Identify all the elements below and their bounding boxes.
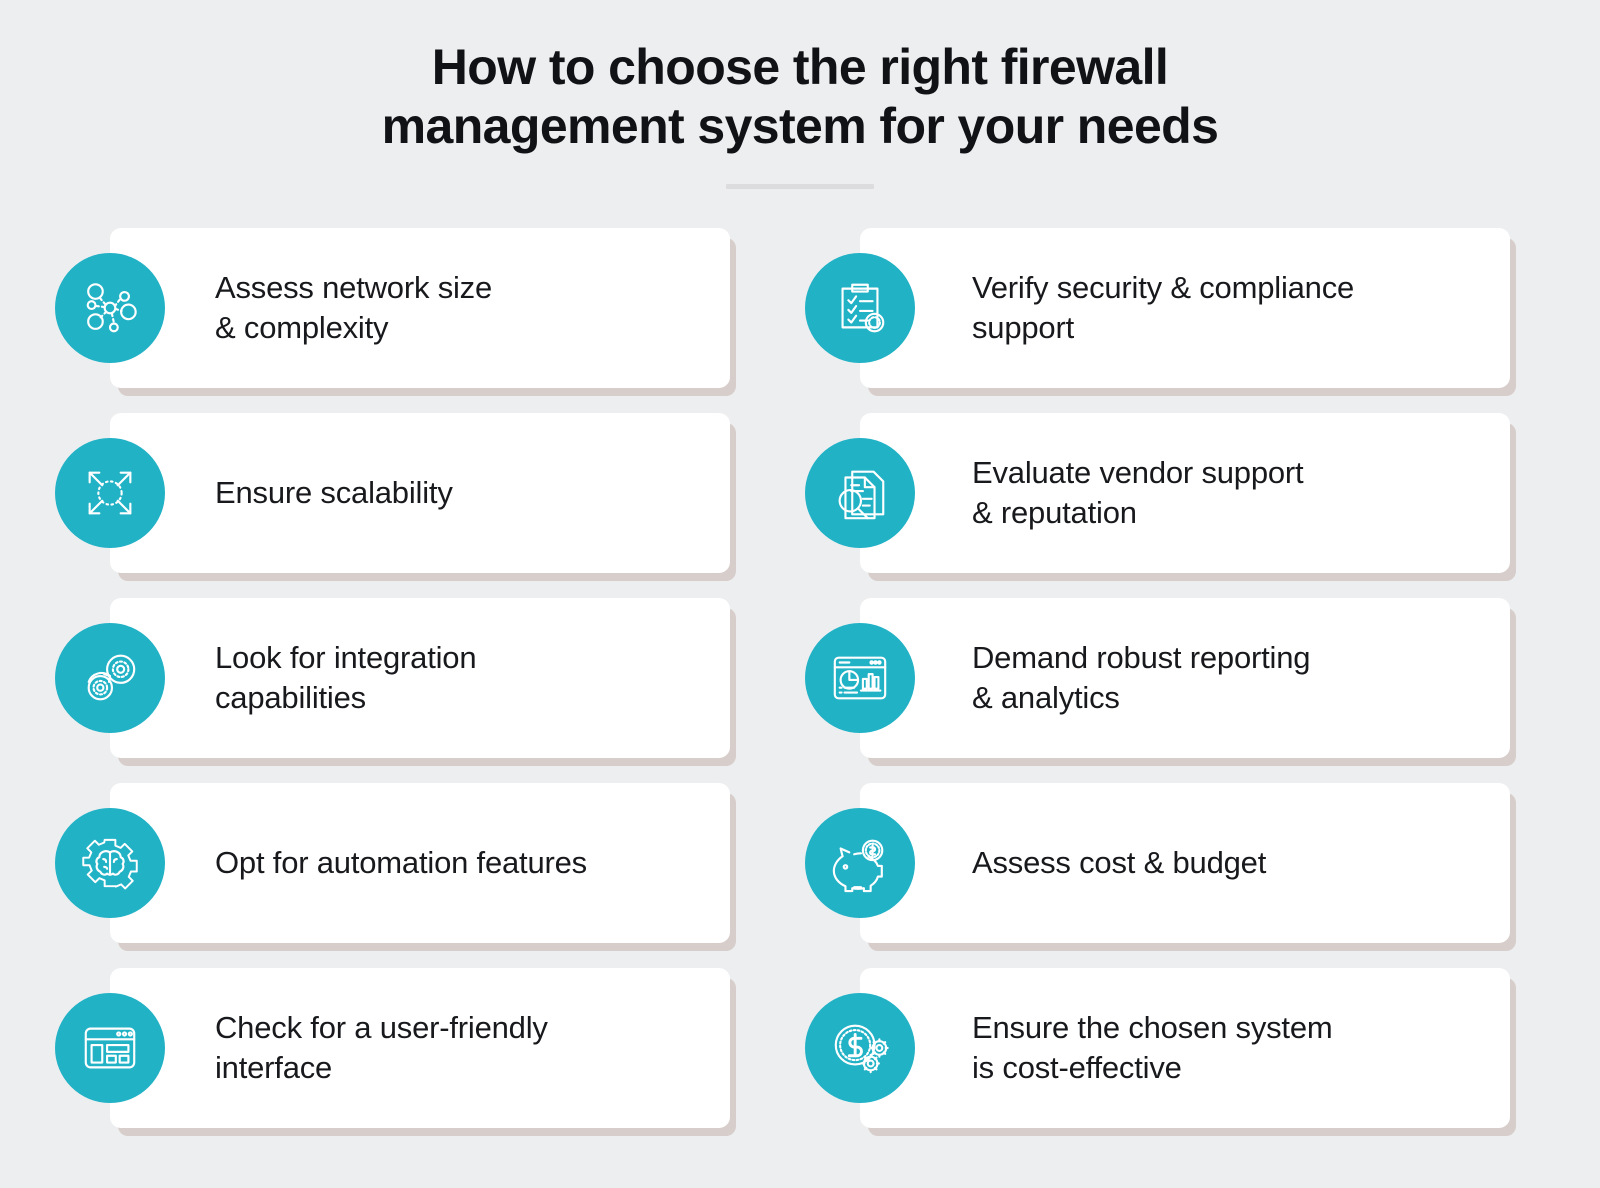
list-item[interactable]: Ensure the chosen system is cost-effecti… [805, 968, 1510, 1128]
piggy-bank-coin-icon [805, 808, 915, 918]
gear-brain-icon [55, 808, 165, 918]
list-item[interactable]: Check for a user-friendly interface [55, 968, 730, 1128]
list-item-label: Assess cost & budget [972, 845, 1267, 881]
header: How to choose the right firewall managem… [0, 0, 1600, 189]
dollar-coin-gears-icon [805, 993, 915, 1103]
network-nodes-icon [55, 253, 165, 363]
page-title-line-2: management system for your needs [381, 98, 1219, 154]
left-column: Assess network size & complexity Ensure … [0, 228, 800, 1128]
list-item[interactable]: Look for integration capabilities [55, 598, 730, 758]
right-column: Verify security & compliance support Eva… [800, 228, 1600, 1128]
list-item[interactable]: Demand robust reporting & analytics [805, 598, 1510, 758]
list-item-label: Ensure the chosen system is cost-effecti… [972, 1010, 1333, 1085]
list-item-label: Assess network size & complexity [215, 270, 493, 345]
list-item[interactable]: Assess cost & budget [805, 783, 1510, 943]
list-item-label: Ensure scalability [215, 475, 453, 511]
page-title: How to choose the right firewall managem… [350, 38, 1250, 156]
page-title-line-1: How to choose the right firewall [431, 39, 1169, 95]
expand-arrows-icon [55, 438, 165, 548]
list-item-label: Demand robust reporting & analytics [972, 640, 1311, 715]
list-item[interactable]: Opt for automation features [55, 783, 730, 943]
cards-grid: Assess network size & complexity Ensure … [0, 228, 1600, 1128]
list-item-label: Verify security & compliance support [972, 270, 1355, 345]
title-divider [726, 184, 874, 189]
list-item[interactable]: Evaluate vendor support & reputation [805, 413, 1510, 573]
list-item[interactable]: Assess network size & complexity [55, 228, 730, 388]
browser-layout-icon [55, 993, 165, 1103]
clipboard-checklist-badge-icon [805, 253, 915, 363]
list-item[interactable]: Verify security & compliance support [805, 228, 1510, 388]
list-item-label: Evaluate vendor support & reputation [972, 455, 1304, 530]
dashboard-charts-icon [805, 623, 915, 733]
documents-magnifier-icon [805, 438, 915, 548]
list-item-label: Look for integration capabilities [215, 640, 477, 715]
list-item-label: Opt for automation features [215, 845, 587, 881]
list-item[interactable]: Ensure scalability [55, 413, 730, 573]
interlocking-gears-icon [55, 623, 165, 733]
list-item-label: Check for a user-friendly interface [215, 1010, 548, 1085]
